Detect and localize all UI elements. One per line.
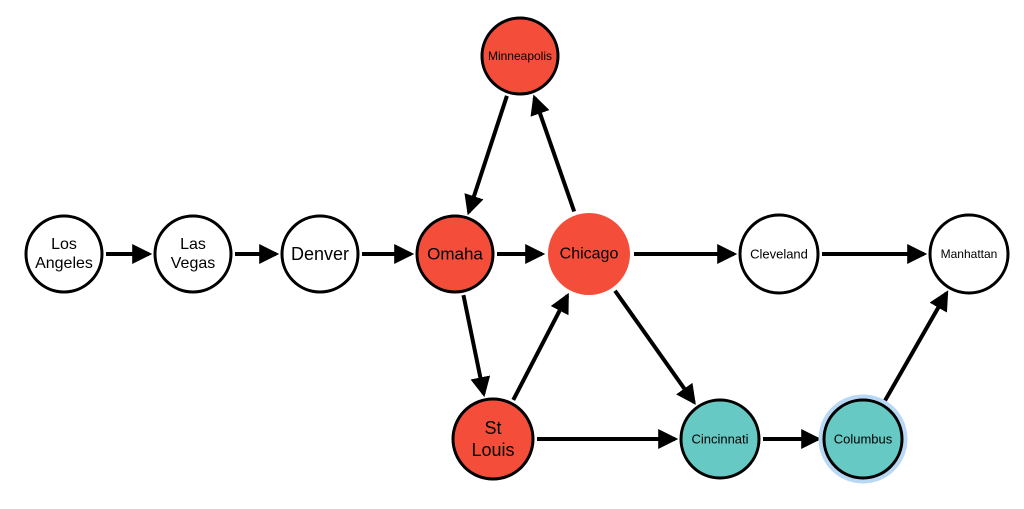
node-circle — [548, 213, 630, 295]
node-circle — [738, 213, 820, 295]
node-denver[interactable]: Denver — [280, 214, 360, 294]
node-circle — [153, 214, 233, 294]
selection-ring — [818, 394, 908, 484]
node-circle — [928, 213, 1010, 295]
node-omaha[interactable]: Omaha — [415, 214, 495, 294]
edge-columbus-to-manhattan — [882, 290, 949, 403]
node-cincinnati[interactable]: Cincinnati — [679, 398, 761, 480]
node-label: Vegas — [171, 255, 215, 272]
node-circle — [822, 398, 904, 480]
node-label: Minneapolis — [488, 49, 552, 63]
node-label: Columbus — [834, 432, 893, 447]
node-circle — [415, 214, 495, 294]
node-label: Omaha — [427, 245, 483, 264]
node-manhattan[interactable]: Manhattan — [928, 213, 1010, 295]
node-circle — [451, 397, 535, 481]
node-circle — [24, 214, 104, 294]
node-chicago[interactable]: Chicago — [548, 213, 630, 295]
node-label: Manhattan — [941, 247, 998, 261]
node-columbus[interactable]: Columbus — [818, 394, 908, 484]
node-label: Cincinnati — [691, 432, 748, 447]
edge-st-louis-to-chicago — [511, 292, 570, 401]
node-label: Chicago — [560, 246, 619, 263]
edge-chicago-to-cincinnati — [613, 289, 696, 405]
node-label: St — [484, 418, 501, 438]
node-label: Denver — [291, 244, 349, 264]
edge-chicago-to-minneapolis — [530, 94, 577, 213]
edges-layer — [106, 94, 949, 449]
node-label: Louis — [471, 440, 514, 460]
node-label: Cleveland — [750, 247, 808, 262]
node-circle — [480, 16, 560, 96]
edge-omaha-to-st-louis — [461, 294, 491, 398]
node-circle — [280, 214, 360, 294]
node-minneapolis[interactable]: Minneapolis — [480, 16, 560, 96]
node-label: Los — [51, 236, 77, 253]
node-cleveland[interactable]: Cleveland — [738, 213, 820, 295]
node-label: Angeles — [35, 255, 93, 272]
node-circle — [679, 398, 761, 480]
edge-minneapolis-to-omaha — [464, 95, 509, 216]
node-label: Las — [180, 236, 206, 253]
